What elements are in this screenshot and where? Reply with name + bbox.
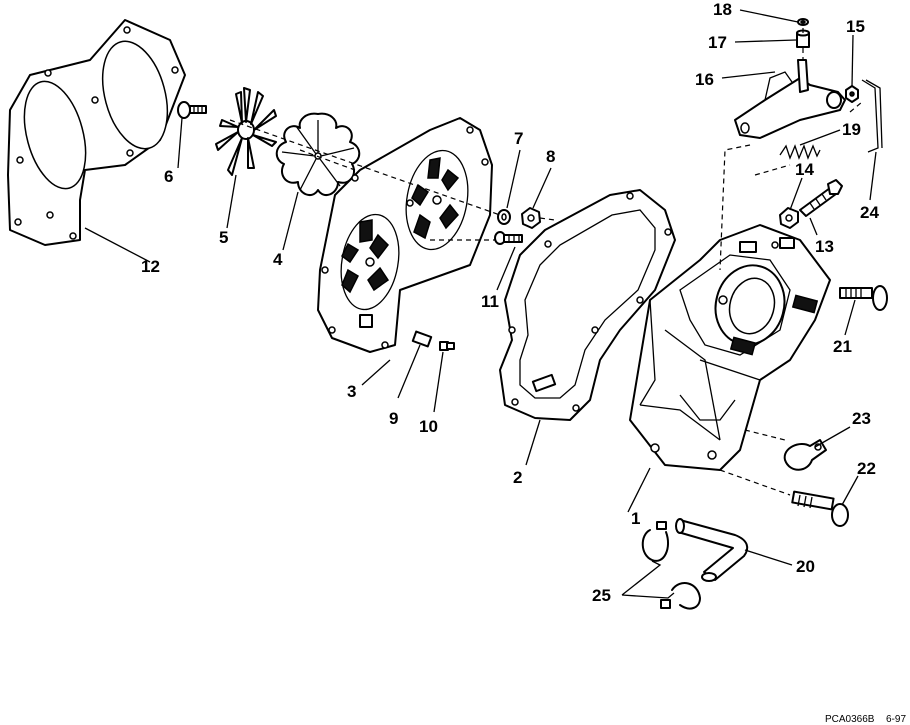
callout-labels: 1 2 3 4 5 6 7 8 9 10 11 12 13 14 15 16 1… — [141, 0, 879, 605]
figure-footer: PCA0366B 6-97 — [825, 714, 906, 725]
part-6-screw — [177, 101, 207, 119]
part-9-pin — [411, 330, 433, 348]
part-14-nut — [779, 207, 799, 229]
callout-14: 14 — [795, 160, 814, 179]
part-15-washer — [845, 85, 859, 103]
part-11-screw — [494, 231, 523, 245]
callout-12: 12 — [141, 257, 160, 276]
part-25-clips — [641, 521, 701, 610]
callout-15: 15 — [846, 17, 865, 36]
callout-5: 5 — [219, 228, 228, 247]
callout-3: 3 — [347, 382, 356, 401]
callout-6: 6 — [164, 167, 173, 186]
figure-date: 6-97 — [886, 714, 906, 725]
leader-lines — [84, 9, 877, 599]
callout-9: 9 — [389, 409, 398, 428]
callout-20: 20 — [796, 557, 815, 576]
part-19-spring — [779, 144, 821, 160]
callout-16: 16 — [695, 70, 714, 89]
part-20-hose — [675, 518, 749, 582]
part-3-pump-plate — [317, 117, 493, 353]
callout-25: 25 — [592, 586, 611, 605]
callout-21: 21 — [833, 337, 852, 356]
callout-11: 11 — [481, 292, 499, 311]
part-7-washer — [497, 209, 511, 225]
callout-19: 19 — [842, 120, 861, 139]
assembly-lines — [229, 28, 863, 496]
part-22-bolt — [791, 490, 849, 527]
part-18-ring — [797, 18, 809, 26]
callout-8: 8 — [546, 147, 555, 166]
part-24-rod — [861, 79, 883, 153]
callout-17: 17 — [708, 33, 727, 52]
part-10-screw — [439, 341, 455, 351]
part-8-nut — [521, 207, 541, 229]
callout-10: 10 — [419, 417, 438, 436]
part-4-diaphragm — [275, 112, 361, 197]
callout-2: 2 — [513, 468, 522, 487]
callout-22: 22 — [857, 459, 876, 478]
part-13-bolt — [799, 179, 843, 217]
callout-7: 7 — [514, 129, 523, 148]
part-2-gasket — [499, 189, 676, 421]
callout-24: 24 — [860, 203, 879, 222]
part-5-impeller — [215, 87, 277, 176]
part-16-lever — [734, 59, 846, 139]
callout-18: 18 — [713, 0, 732, 19]
callout-1: 1 — [631, 509, 640, 528]
part-21-bolt — [839, 285, 888, 311]
callout-4: 4 — [273, 250, 283, 269]
part-1-housing — [629, 224, 831, 471]
figure-code: PCA0366B — [825, 714, 875, 725]
callout-13: 13 — [815, 237, 834, 256]
callout-23: 23 — [852, 409, 871, 428]
part-12-gasket — [7, 19, 186, 246]
